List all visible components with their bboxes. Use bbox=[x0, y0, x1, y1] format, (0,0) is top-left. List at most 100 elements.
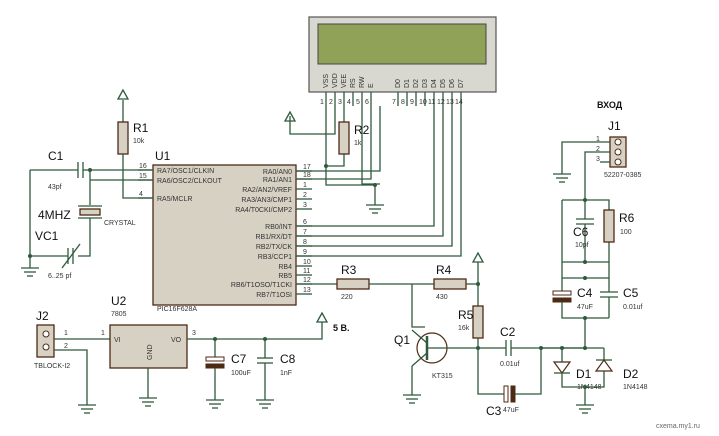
u1-pin-name: RA3/AN3/CMP1 bbox=[241, 197, 292, 204]
lcd-module: VSS1VDD2VEE3RS4RW5E6D07D18D29D310D411D51… bbox=[308, 16, 497, 106]
u1-pin-name: RB5 bbox=[278, 273, 292, 280]
u1-pin-number: 11 bbox=[303, 268, 310, 275]
r6-value: 100 bbox=[620, 229, 632, 236]
u1-pin-number: 10 bbox=[303, 259, 311, 266]
lcd-pin-vss: VSS bbox=[323, 74, 330, 88]
r1-resistor: R1 10k bbox=[116, 88, 153, 199]
u1-pin-number: 8 bbox=[303, 239, 307, 246]
j2-ref: J2 bbox=[36, 309, 49, 323]
vc1-ref: VC1 bbox=[35, 229, 59, 243]
lcd-pin-d7: D7 bbox=[458, 79, 465, 88]
r1-ref: R1 bbox=[133, 121, 149, 135]
lcd-pin-d1: D1 bbox=[404, 79, 411, 88]
c7-value: 100uF bbox=[231, 370, 251, 377]
u1-pin-name: RB6/T1OSO/T1CKI bbox=[231, 282, 292, 289]
lcd-pin-d2: D2 bbox=[413, 79, 420, 88]
c8-value: 1nF bbox=[280, 370, 292, 377]
u1-pin-number: 9 bbox=[303, 249, 307, 256]
j2-pin1: 1 bbox=[64, 330, 68, 337]
power-supply: J2 TBLOCK-I2 1 2 U2 7805 VI VO GND 1 3 5… bbox=[34, 294, 350, 414]
d2-value: 1N4148 bbox=[623, 384, 648, 391]
lcd-pin-d5: D5 bbox=[440, 79, 447, 88]
lcd-pin-vdd: VDD bbox=[332, 73, 339, 88]
u1-ref: U1 bbox=[155, 149, 171, 163]
amplifier-section: R3 220 R4 430 R5 16k Q1 KT315 bbox=[296, 251, 585, 418]
q1-value: KT315 bbox=[432, 373, 453, 380]
u2-value: 7805 bbox=[111, 311, 127, 318]
d1-ref: D1 bbox=[576, 367, 592, 381]
u1-microcontroller: U1 PIC16F628A 16RA7/OSC1/CLKIN15RA6/OSC2… bbox=[138, 149, 312, 313]
c2-ref: C2 bbox=[500, 325, 516, 339]
u2-ref: U2 bbox=[111, 294, 127, 308]
vout-label: 5 B. bbox=[333, 323, 350, 333]
u1-pin-name: RB3/CCP1 bbox=[258, 254, 292, 261]
vc1-value: 6..25 pf bbox=[48, 273, 71, 280]
lcd-pin-rw: RW bbox=[359, 76, 366, 88]
lcd-pin-number: 12 bbox=[437, 99, 445, 106]
u1-pin-number: 15 bbox=[139, 173, 147, 180]
r2-value: 1k bbox=[354, 140, 362, 147]
u1-pin-name: RB1/RX/DT bbox=[255, 234, 292, 241]
lcd-pin-number: 5 bbox=[356, 99, 360, 106]
u1-pin-number: 17 bbox=[303, 164, 311, 171]
lcd-pin-number: 8 bbox=[401, 99, 405, 106]
u1-pin-number: 4 bbox=[139, 191, 143, 198]
lcd-pin-number: 3 bbox=[338, 99, 342, 106]
u2-vo: VO bbox=[171, 337, 182, 344]
u1-pin-name: RA1/AN1 bbox=[263, 177, 292, 184]
c6-ref: C6 bbox=[573, 225, 589, 239]
x1-value: CRYSTAL bbox=[104, 220, 136, 227]
c3-value: 47uF bbox=[503, 407, 519, 414]
x1-ref: 4MHZ bbox=[38, 208, 71, 222]
u1-part: PIC16F628A bbox=[157, 306, 197, 313]
c5-ref: C5 bbox=[623, 286, 639, 300]
c1-value: 43pf bbox=[48, 184, 62, 191]
c4-ref: C4 bbox=[577, 286, 593, 300]
c1-ref: C1 bbox=[48, 149, 64, 163]
lcd-pin-number: 11 bbox=[428, 99, 435, 106]
r6-ref: R6 bbox=[619, 211, 635, 225]
q1-ref: Q1 bbox=[394, 333, 410, 347]
r2-resistor: R2 1k bbox=[338, 121, 370, 155]
r2-ref: R2 bbox=[354, 123, 370, 137]
u1-pin-name: RA2/AN2/VREF bbox=[242, 187, 292, 194]
oscillator-section: C1 43pf 4MHZ CRYSTAL VC1 6..25 pf bbox=[21, 149, 153, 280]
u1-pin-name: RB2/TX/CK bbox=[256, 244, 293, 251]
lcd-pin-number: 10 bbox=[419, 99, 427, 106]
c5-value: 0.01uf bbox=[623, 304, 643, 311]
lcd-pin-number: 2 bbox=[329, 99, 333, 106]
r3-value: 220 bbox=[341, 294, 353, 301]
lcd-pin-number: 1 bbox=[320, 99, 324, 106]
j2-value: TBLOCK-I2 bbox=[34, 363, 70, 370]
u1-pin-name: RA7/OSC1/CLKIN bbox=[157, 168, 214, 175]
lcd-pin-number: 9 bbox=[410, 99, 414, 106]
lcd-pin-number: 6 bbox=[365, 99, 369, 106]
lcd-pin-d4: D4 bbox=[431, 79, 438, 88]
j2-pin2: 2 bbox=[64, 343, 68, 350]
r1-value: 10k bbox=[133, 138, 145, 145]
u1-pin-number: 3 bbox=[303, 202, 307, 209]
u2-pin3: 3 bbox=[192, 330, 196, 337]
lcd-pin-e: E bbox=[368, 83, 375, 88]
c6-value: 10pf bbox=[575, 242, 589, 249]
u1-pin-name: RB4 bbox=[278, 264, 292, 271]
u1-pin-name: RB7/T1OSI bbox=[256, 292, 292, 299]
u1-pin-number: 7 bbox=[303, 229, 307, 236]
j1-pin2: 2 bbox=[596, 146, 600, 153]
u1-pin-name: RA5/MCLR bbox=[157, 196, 192, 203]
lcd-pin-d6: D6 bbox=[449, 79, 456, 88]
watermark: cxema.my1.ru bbox=[656, 423, 700, 430]
c4-value: 47uF bbox=[577, 304, 593, 311]
u2-gnd: GND bbox=[147, 344, 154, 360]
u1-pin-name: RA4/T0CKI/CMP2 bbox=[235, 207, 292, 214]
lcd-pin-number: 13 bbox=[446, 99, 454, 106]
j1-ref: J1 bbox=[608, 119, 621, 133]
lcd-pin-d3: D3 bbox=[422, 79, 429, 88]
u1-pin-number: 2 bbox=[303, 192, 307, 199]
u1-pin-number: 16 bbox=[139, 163, 147, 170]
j1-pin3: 3 bbox=[596, 156, 600, 163]
u1-pin-number: 1 bbox=[303, 182, 307, 189]
j1-value: 52207-0385 bbox=[604, 172, 641, 179]
lcd-pin-number: 4 bbox=[347, 99, 351, 106]
